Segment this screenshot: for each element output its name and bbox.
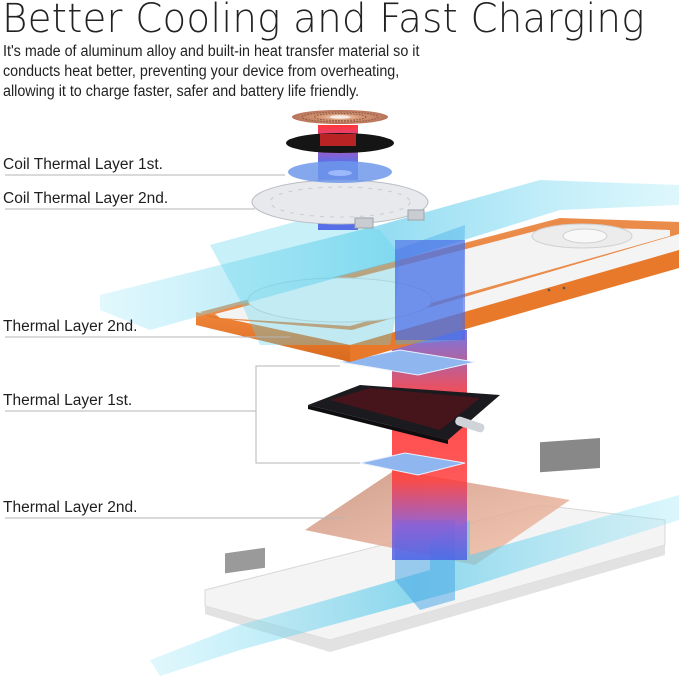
- description-line: allowing it to charge faster, safer and …: [3, 83, 360, 100]
- metal-bracket-plate: [251, 179, 429, 229]
- thermal-pad-lower: [359, 452, 466, 476]
- thermal-pad-upper: [339, 349, 476, 376]
- callout-thermal-layer-2-lower: Thermal Layer 2nd.: [3, 499, 138, 516]
- callout-coil-thermal-layer-1: Coil Thermal Layer 1st.: [3, 156, 163, 173]
- page-title: Better Cooling and Fast Charging: [2, 0, 645, 42]
- description: It's made of aluminum alloy and built-in…: [3, 42, 487, 102]
- description-line: conducts heat better, preventing your de…: [3, 63, 400, 80]
- callout-leader-lines: [5, 174, 360, 519]
- callout-thermal-layer-2-upper: Thermal Layer 2nd.: [3, 318, 138, 335]
- circuit-board: [308, 385, 500, 444]
- callout-thermal-layer-1: Thermal Layer 1st.: [3, 392, 133, 409]
- callout-coil-thermal-layer-2: Coil Thermal Layer 2nd.: [3, 190, 169, 207]
- description-line: It's made of aluminum alloy and built-in…: [3, 43, 420, 60]
